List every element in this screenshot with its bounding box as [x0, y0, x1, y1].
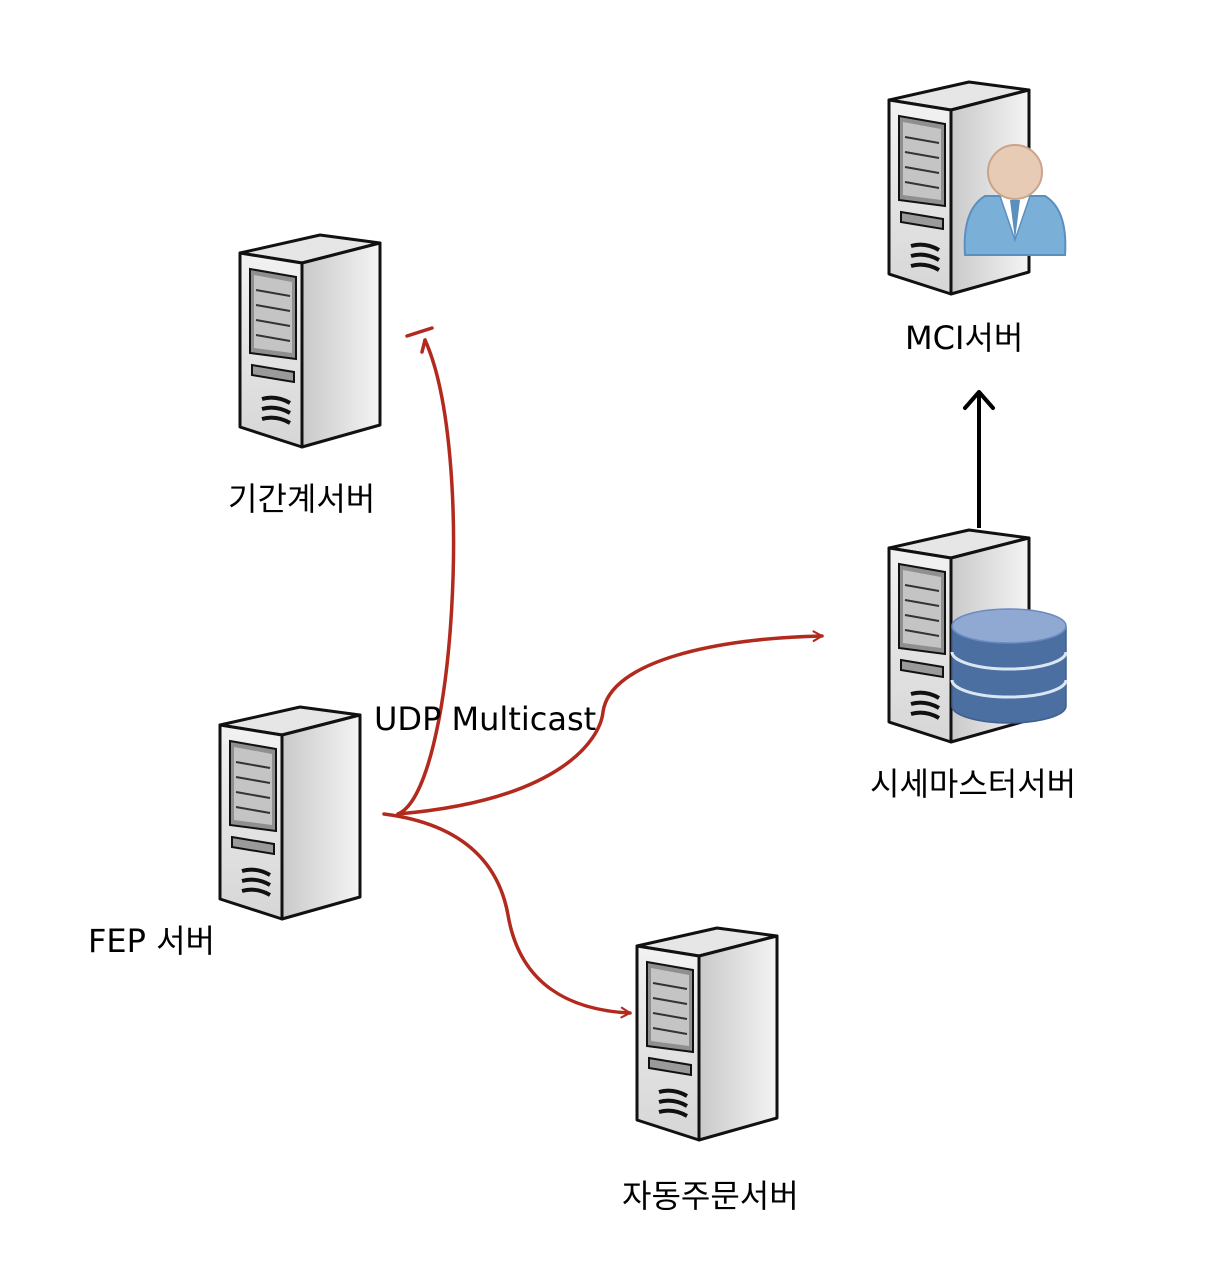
edge-fep-to-ganmgye	[396, 338, 456, 816]
user-icon	[963, 144, 1067, 256]
edge-fep-to-auto-order	[382, 812, 632, 1019]
server-icon	[238, 233, 382, 449]
server-icon	[218, 705, 362, 921]
edge-label: UDP Multicast	[374, 700, 596, 738]
node-label-sise-master: 시세마스터서버	[870, 765, 1076, 803]
node-label-fep: FEP 서버	[88, 922, 215, 960]
node-label-mci: MCI서버	[905, 319, 1023, 357]
arrowhead-icon	[963, 390, 995, 410]
edge-fep-to-sise-master	[396, 630, 824, 816]
server-icon	[635, 926, 779, 1142]
database-icon	[950, 608, 1068, 724]
node-label-ganmgye: 기간계서버	[228, 480, 375, 518]
node-label-auto-order: 자동주문서버	[622, 1177, 799, 1215]
arrowhead-icon	[405, 326, 434, 354]
